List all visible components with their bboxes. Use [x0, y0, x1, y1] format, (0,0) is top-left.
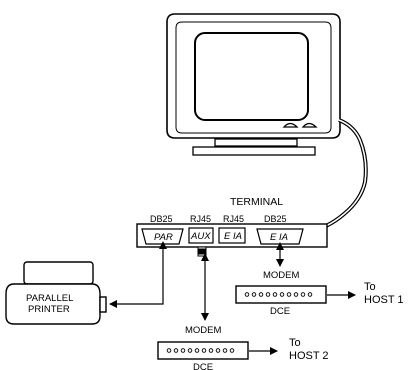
modem1-label: MODEM: [263, 270, 300, 281]
modem1-icon: [235, 285, 327, 304]
modem2-dce-label: DCE: [193, 362, 213, 370]
rj45-plug-icon: [197, 246, 207, 257]
svg-text:AUX: AUX: [190, 231, 211, 242]
port-eia-rj45: E IA: [218, 227, 246, 244]
host1-label-line1: To: [364, 281, 376, 293]
printer-label-line1: PARALLEL: [26, 293, 73, 304]
modem2-label: MODEM: [185, 325, 222, 336]
monitor-icon: [166, 13, 341, 156]
svg-text:PAR: PAR: [154, 232, 173, 243]
port-par: PAR: [141, 228, 184, 245]
terminal-title: TERMINAL: [230, 196, 283, 208]
printer-connection-arrow: [109, 241, 167, 308]
host2-label-line1: To: [289, 337, 301, 349]
port-connector-eia-rj45: RJ45: [223, 214, 244, 224]
modem2-icon: [157, 341, 249, 360]
port-eia-db25: E IA: [256, 228, 304, 245]
printer-label-line2: PRINTER: [28, 304, 70, 315]
modem1-dce-label: DCE: [270, 306, 290, 317]
svg-text:E IA: E IA: [270, 232, 288, 243]
printer-icon: [5, 261, 107, 325]
port-connector-aux: RJ45: [190, 214, 211, 224]
svg-text:E IA: E IA: [224, 231, 242, 242]
host1-label-line2: HOST 1: [364, 294, 404, 306]
port-aux: AUX: [188, 227, 214, 244]
port-connector-eia-db25: DB25: [264, 214, 287, 224]
port-connector-par: DB25: [150, 214, 173, 224]
host2-label-line2: HOST 2: [289, 350, 329, 362]
